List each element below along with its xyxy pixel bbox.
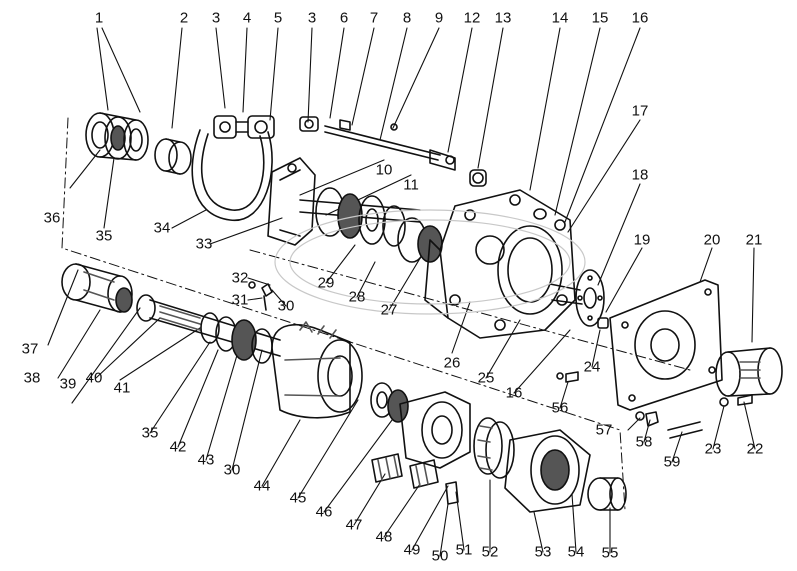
- callout-label: 14: [551, 9, 569, 27]
- callout-label: 22: [746, 440, 764, 458]
- callout-label: 39: [59, 375, 77, 393]
- callout-label: 5: [273, 9, 283, 27]
- small-fasteners: [556, 371, 753, 439]
- callout-label: 1: [94, 9, 104, 27]
- callout-label: 33: [195, 235, 213, 253]
- callout-label: 28: [348, 288, 366, 306]
- bearing-rings-1: [85, 112, 149, 161]
- callout-label: 11: [403, 176, 419, 194]
- drum-53: [504, 429, 591, 513]
- callout-label: 41: [113, 379, 131, 397]
- callout-label: 30: [223, 461, 241, 479]
- callout-label: 32: [231, 269, 249, 287]
- callout-label: 21: [745, 231, 763, 249]
- clamp-band-34: [191, 115, 275, 221]
- callout-label: 3: [211, 9, 221, 27]
- callout-label: 9: [434, 9, 444, 27]
- callout-label: 19: [633, 231, 651, 249]
- pin-50-51: [445, 481, 459, 505]
- callout-label: 43: [197, 451, 215, 469]
- callout-label: 50: [431, 547, 449, 565]
- callout-label: 20: [703, 231, 721, 249]
- end-hub-54-55: [587, 477, 627, 511]
- callout-label: 47: [345, 516, 363, 534]
- callout-label: 25: [477, 369, 495, 387]
- callout-label: 23: [704, 440, 722, 458]
- callout-label: 12: [463, 9, 481, 27]
- callout-label: 58: [635, 433, 653, 451]
- callout-label: 16: [505, 384, 523, 402]
- ring-gear-52: [473, 417, 515, 479]
- coupling-37-38: [61, 263, 133, 313]
- watermark-logo: [274, 209, 586, 315]
- main-housing-14: [424, 189, 576, 339]
- roller-cages-47-48: [371, 453, 439, 489]
- callout-label: 8: [402, 9, 412, 27]
- callout-label: 36: [43, 209, 61, 227]
- rod-assembly-6-9: [299, 116, 456, 171]
- callout-label: 56: [551, 399, 569, 417]
- callout-label: 48: [375, 528, 393, 546]
- callout-label: 29: [317, 274, 335, 292]
- callout-label: 51: [455, 541, 473, 559]
- planet-housing-49: [399, 391, 471, 469]
- callout-label: 40: [85, 369, 103, 387]
- bolt-pin-30-32: [248, 281, 273, 311]
- callout-label: 34: [153, 219, 171, 237]
- housing-bracket-33: [267, 157, 316, 246]
- callout-label: 42: [169, 438, 187, 456]
- callout-label: 4: [242, 9, 252, 27]
- callout-label: 53: [534, 543, 552, 561]
- bearing-45-46: [370, 382, 409, 423]
- callout-label: 7: [369, 9, 379, 27]
- callout-label: 37: [21, 340, 39, 358]
- callout-label: 54: [567, 543, 585, 561]
- cover-plate-20: [609, 279, 723, 411]
- callout-label: 38: [23, 369, 41, 387]
- callout-label: 35: [95, 227, 113, 245]
- callout-label: 17: [631, 102, 649, 120]
- callout-label: 15: [591, 9, 609, 27]
- callout-label: 57: [595, 421, 613, 439]
- callout-label: 18: [631, 166, 649, 184]
- callout-label: 55: [601, 544, 619, 562]
- callout-label: 26: [443, 354, 461, 372]
- input-shaft-39-43: [136, 294, 281, 364]
- gear-carrier-44: [271, 321, 363, 419]
- callout-label: 13: [494, 9, 512, 27]
- callout-label: 35: [141, 424, 159, 442]
- nut-bushing-12-13: [445, 155, 487, 187]
- callout-label: 31: [231, 291, 249, 309]
- cap-21: [715, 347, 783, 397]
- callout-label: 10: [375, 161, 393, 179]
- callout-label: 6: [339, 9, 349, 27]
- callout-label: 49: [403, 541, 421, 559]
- callout-label: 45: [289, 489, 307, 507]
- callout-label: 30: [277, 297, 295, 315]
- callout-label: 3: [307, 9, 317, 27]
- callout-label: 44: [253, 477, 271, 495]
- sleeve-2: [154, 138, 192, 175]
- callout-label: 52: [481, 543, 499, 561]
- callout-label: 59: [663, 453, 681, 471]
- callout-label: 2: [179, 9, 189, 27]
- callout-label: 46: [315, 503, 333, 521]
- callout-label: 27: [380, 301, 398, 319]
- output-flange-18-19: [549, 269, 609, 329]
- callout-label: 24: [583, 358, 601, 376]
- callout-label: 16: [631, 9, 649, 27]
- leader-lines: [47, 27, 756, 557]
